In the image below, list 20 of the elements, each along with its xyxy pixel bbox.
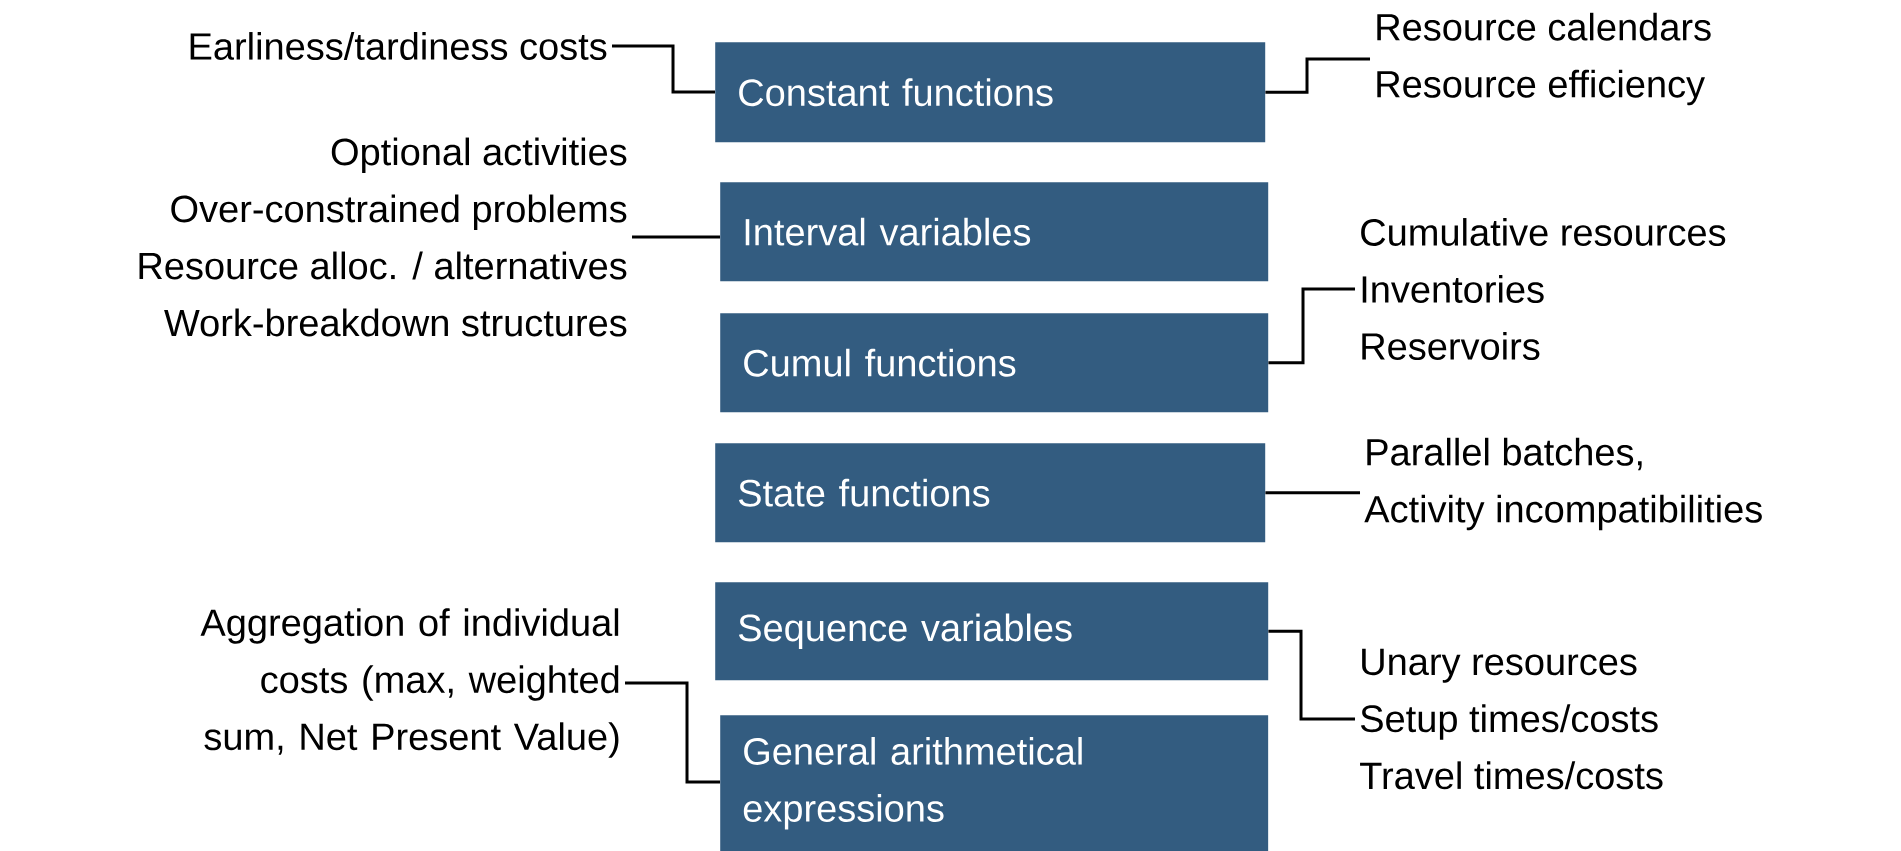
note-text: Earliness/tardiness costs — [190, 32, 607, 60]
connector-line — [625, 681, 720, 784]
function-box: Interval variables — [720, 182, 1269, 282]
connector-line — [632, 235, 720, 239]
note-text: Aggregation of individual costs (max, weighted sum, Net Present Value) — [200, 608, 619, 758]
function-box: Cumul functions — [720, 313, 1269, 413]
function-box: Constant functions — [715, 42, 1266, 143]
note-text: Resource calendars Resource efficiency — [1377, 12, 1711, 106]
function-box: State functions — [715, 443, 1266, 543]
note-text: Optional activities Over-constrained problems Resource alloc. / alternatives Work-breakdown structures — [139, 137, 627, 337]
connector-line — [1268, 629, 1355, 721]
note-text: Cumulative resources Inventories Reservoirs — [1361, 218, 1726, 360]
note-text: Parallel batches, Activity incompatibilities — [1364, 437, 1762, 531]
connector-line — [1265, 491, 1360, 495]
note-text: Unary resources Setup times/costs Travel times/costs — [1360, 648, 1663, 790]
function-box: Sequence variables — [715, 582, 1269, 681]
function-box: General arithmetical expressions — [720, 715, 1269, 851]
connector-line — [1268, 287, 1355, 365]
connector-line — [1265, 57, 1370, 94]
connector-line — [612, 44, 715, 94]
